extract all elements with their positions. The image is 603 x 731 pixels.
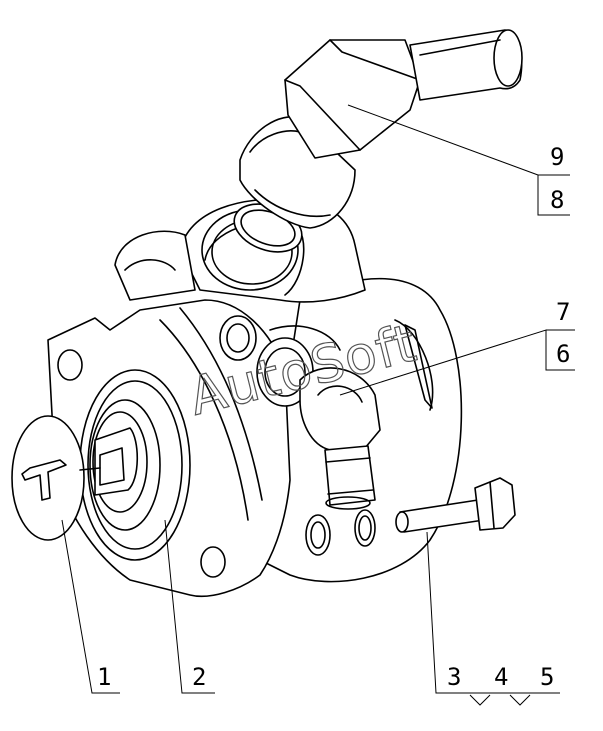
flange-hole-bottom [200,546,226,578]
front-flange [47,299,291,598]
callout-1: 1 [97,663,111,691]
callout-7: 7 [556,298,570,326]
pulley-hub [11,415,101,541]
rear-seals [305,509,376,556]
flange-hole-top [57,349,83,381]
leader-lines [61,104,575,706]
callout-3: 3 [447,663,461,691]
callout-9: 9 [550,143,564,171]
mounting-bolt [395,477,516,533]
callout-8: 8 [550,186,564,214]
callout-5: 5 [540,663,554,691]
callout-labels: 1 2 3 4 5 6 7 8 9 [97,143,570,691]
callout-2: 2 [192,663,206,691]
callout-6: 6 [556,340,570,368]
suction-elbow [233,29,523,253]
callout-4: 4 [494,663,508,691]
